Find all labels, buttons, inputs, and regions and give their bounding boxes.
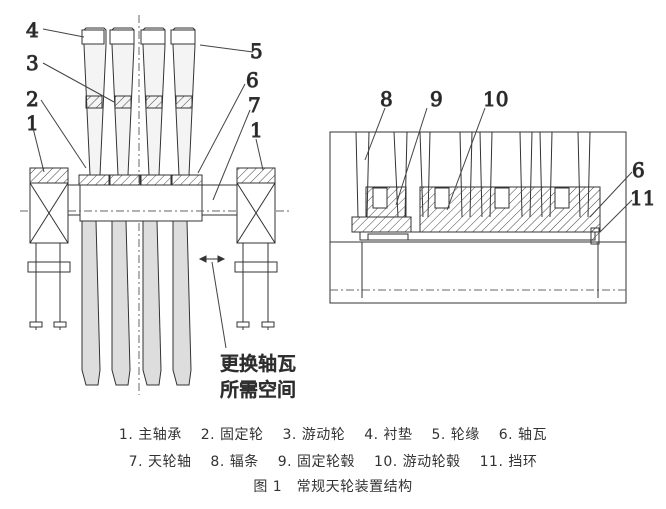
callout-7: 7 — [248, 93, 261, 117]
wheel-upper-3 — [140, 27, 166, 176]
callout-2: 2 — [26, 87, 39, 111]
callout-10: 10 — [483, 87, 508, 111]
callout-8: 8 — [380, 87, 393, 111]
legend-item-6: 6. 轴瓦 — [498, 427, 548, 443]
legend-item-3: 3. 游动轮 — [282, 427, 346, 443]
fixed-hub-section — [351, 216, 412, 233]
legend-item-11: 11. 挡环 — [479, 454, 538, 470]
callout-11: 11 — [630, 186, 655, 210]
right-hub-section-view: 8 9 10 6 11 — [329, 87, 656, 304]
right-leaders — [364, 107, 633, 233]
legend-line-1: 1. 主轴承 2. 固定轮 3. 游动轮 4. 衬垫 5. 轮缘 6. 轴瓦 — [0, 424, 666, 444]
legend-item-4: 4. 衬垫 — [364, 427, 413, 443]
callout-6-right: 6 — [632, 158, 645, 182]
legend-item-9: 9. 固定轮毂 — [277, 454, 355, 470]
callout-4: 4 — [26, 18, 39, 42]
retaining-ring — [590, 227, 600, 245]
main-bearing-right — [234, 167, 278, 330]
fixed-hub — [78, 174, 110, 186]
callout-6: 6 — [246, 68, 259, 92]
annotation-bearing-space-line2: 所需空间 — [220, 379, 296, 401]
callout-1-left: 1 — [26, 111, 39, 135]
legend-item-2: 2. 固定轮 — [200, 427, 264, 443]
wheel-lower-set — [81, 220, 192, 386]
left-sheave-view: 4 3 2 1 5 6 7 1 更换轴瓦 所需空间 — [20, 15, 297, 402]
legend-line-2: 7. 天轮轴 8. 辐条 9. 固定轮毂 10. 游动轮毂 11. 挡环 — [0, 451, 666, 471]
annotation-bearing-space-line1: 更换轴瓦 — [220, 353, 296, 375]
legend-item-10: 10. 游动轮毂 — [373, 454, 461, 470]
main-bearing-left — [27, 167, 71, 330]
callout-9: 9 — [430, 87, 443, 111]
callout-5: 5 — [250, 39, 263, 63]
legend-item-8: 8. 辐条 — [210, 454, 259, 470]
legend-item-5: 5. 轮缘 — [431, 427, 480, 443]
figure-drawing: 4 3 2 1 5 6 7 1 更换轴瓦 所需空间 — [20, 15, 656, 402]
wheel-upper-1 — [81, 27, 107, 176]
callout-3: 3 — [26, 51, 39, 75]
wheel-upper-2 — [109, 27, 135, 176]
wheel-upper-4 — [170, 27, 196, 176]
figure-title: 图 1 常规天轮装置结构 — [253, 479, 413, 495]
callout-1-right: 1 — [250, 118, 263, 142]
legend-item-7: 7. 天轮轴 — [128, 454, 192, 470]
legend-item-1: 1. 主轴承 — [118, 427, 182, 443]
left-leaders — [32, 28, 264, 349]
